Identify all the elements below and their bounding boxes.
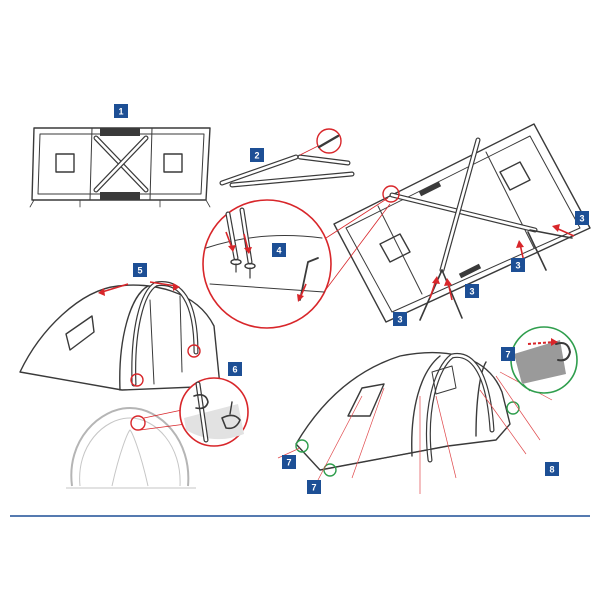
step-badge-6: 6 bbox=[228, 362, 242, 376]
step-badge-3d: 3 bbox=[393, 312, 407, 326]
step-number-3a: 3 bbox=[579, 214, 584, 224]
step-4-pole-insertion-detail bbox=[202, 197, 391, 329]
step-number-8: 8 bbox=[549, 465, 554, 475]
step-badge-5: 5 bbox=[133, 263, 147, 277]
step-badge-8: 8 bbox=[545, 462, 559, 476]
step-number-2: 2 bbox=[254, 151, 259, 161]
step-number-7a: 7 bbox=[505, 350, 510, 360]
step-badge-7a: 7 bbox=[501, 347, 515, 361]
step-number-6: 6 bbox=[232, 365, 237, 375]
step-number-3b: 3 bbox=[515, 261, 520, 271]
step-3-pole-insertion bbox=[333, 123, 591, 323]
step-badge-7b: 7 bbox=[282, 455, 296, 469]
step-badge-4: 4 bbox=[272, 243, 286, 257]
step-badge-3a: 3 bbox=[575, 211, 589, 225]
step-number-3d: 3 bbox=[397, 315, 402, 325]
step-5-clip-highlight bbox=[187, 344, 201, 358]
step-badge-3c: 3 bbox=[465, 284, 479, 298]
peg-point-highlight-front bbox=[323, 463, 337, 477]
step-6-clip-highlight bbox=[130, 415, 146, 431]
pole-end-highlight bbox=[382, 185, 400, 203]
step-number-5: 5 bbox=[137, 266, 142, 276]
step-6-clip-attachment bbox=[66, 377, 249, 489]
step-badge-1: 1 bbox=[114, 104, 128, 118]
step-number-7b: 7 bbox=[286, 458, 291, 468]
step-badge-2: 2 bbox=[250, 148, 264, 162]
peg-point-highlight-left bbox=[295, 439, 309, 453]
step-7-8-pegging-tent bbox=[277, 326, 578, 494]
step-number-1: 1 bbox=[118, 107, 123, 117]
step-number-7c: 7 bbox=[311, 483, 316, 493]
step-badge-7c: 7 bbox=[307, 480, 321, 494]
step-number-4: 4 bbox=[276, 246, 281, 256]
peg-point-highlight-rear bbox=[506, 401, 520, 415]
step-4-magnifier-circle bbox=[202, 199, 332, 329]
step-5-raised-tent bbox=[19, 281, 221, 391]
step-5-anchor-highlight bbox=[130, 373, 144, 387]
step-badge-3b: 3 bbox=[511, 258, 525, 272]
step-1-tent-layout bbox=[29, 127, 211, 208]
step-number-3c: 3 bbox=[469, 287, 474, 297]
pole-joint-magnifier bbox=[316, 128, 342, 154]
step-2-pole-joining bbox=[219, 128, 355, 188]
